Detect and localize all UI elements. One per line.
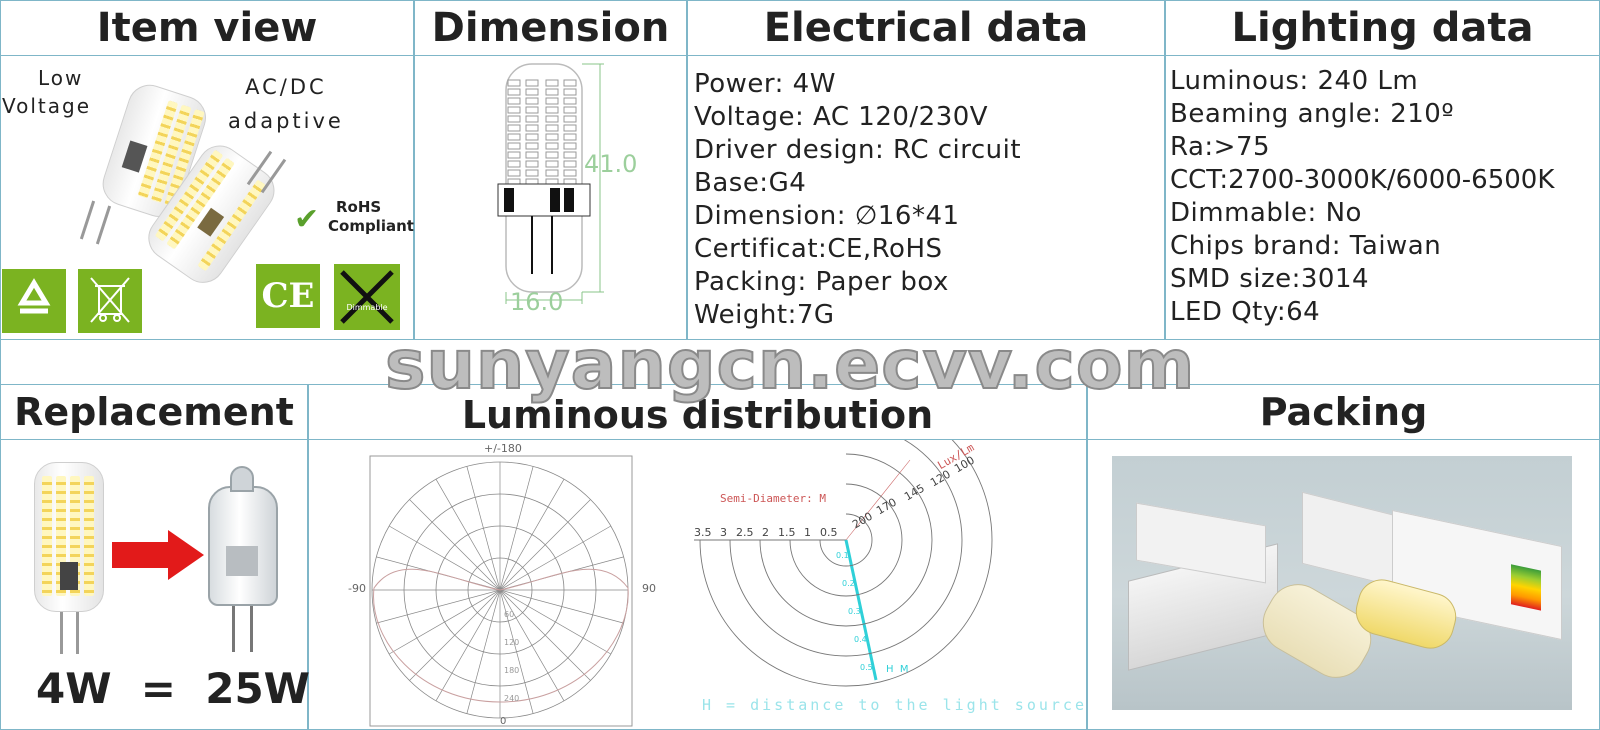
weee-bin-icon: [78, 269, 142, 333]
polar-chart: +/-180 -90 90 0 60 120 180 240: [340, 440, 660, 730]
svg-text:0.5: 0.5: [860, 663, 873, 672]
spec-line: CCT:2700-3000K/6000-6500K: [1170, 165, 1555, 195]
diam-tick: 0.5: [820, 526, 838, 539]
header-dimension: Dimension: [414, 0, 687, 56]
rohs-text: RoHS: [336, 198, 382, 216]
polar-left-label: -90: [348, 582, 366, 595]
watermark-strip: [0, 340, 1600, 384]
arrow-right-icon: [112, 530, 204, 584]
watermark-text: sunyangcn.ecvv.com: [384, 325, 1196, 406]
diam-tick: 1: [804, 526, 811, 539]
spec-line: Driver design: RC circuit: [694, 135, 1022, 165]
header-item-view: Item view: [0, 0, 414, 56]
electrical-panel: [687, 0, 1165, 340]
spec-line: Luminous: 240 Lm: [1170, 66, 1419, 96]
diam-tick: 2.5: [736, 526, 754, 539]
svg-text:0.1: 0.1: [836, 551, 849, 560]
halogen-bulb-image: [206, 466, 286, 656]
spec-line: Packing: Paper box: [694, 267, 949, 297]
ac-dc-adaptive-label: AC/DC adaptive: [228, 75, 344, 133]
replacement-equation: 4W = 25W: [36, 664, 311, 713]
distribution-panel: [308, 384, 1087, 730]
spec-line: LED Qty:64: [1170, 297, 1321, 327]
lighting-list: Luminous: 240 Lm Beaming angle: 210º Ra:…: [1170, 65, 1598, 329]
ce-mark-icon: CE: [256, 264, 320, 328]
spec-line: Base:G4: [694, 168, 807, 198]
spec-line: Dimmable: No: [1170, 198, 1362, 228]
check-icon: ✔: [294, 202, 320, 237]
lighting-panel: [1165, 0, 1600, 340]
spec-line: Beaming angle: 210º: [1170, 99, 1455, 129]
spec-line: Voltage: AC 120/230V: [694, 102, 989, 132]
led-bulb-image: [34, 462, 110, 654]
packing-box: [1136, 502, 1266, 584]
spec-line: Dimension: ∅16*41: [694, 201, 960, 231]
spec-line: Certificat:CE,RoHS: [694, 234, 943, 264]
spec-line: SMD size:3014: [1170, 264, 1370, 294]
diam-tick: 2: [762, 526, 769, 539]
recycle-icon: [2, 269, 66, 333]
not-dimmable-icon: Dimmable: [334, 264, 400, 330]
semi-diameter-label: Semi-Diameter: M: [720, 492, 826, 505]
svg-text:0.4: 0.4: [854, 635, 867, 644]
svg-text:0.3: 0.3: [848, 607, 861, 616]
diam-tick: 1.5: [778, 526, 796, 539]
header-electrical: Electrical data: [687, 0, 1165, 56]
polar-right-label: 90: [642, 582, 656, 595]
polar-ring-label: 120: [504, 638, 520, 647]
rohs-badge: ✔ RoHS Compliant: [294, 198, 414, 242]
polar-bottom-label: 0: [500, 716, 507, 727]
width-dimension-label: 16.0: [510, 288, 564, 316]
dimension-drawing: 41.0 16.0: [414, 56, 687, 340]
polar-ring-label: 240: [504, 694, 520, 703]
header-lighting: Lighting data: [1165, 0, 1600, 56]
packing-photo: [1112, 456, 1572, 710]
diam-tick: 3.5: [694, 526, 712, 539]
header-replacement: Replacement: [0, 384, 308, 440]
distance-footer: H = distance to the light source: [702, 696, 1087, 714]
spec-line: Weight:7G: [694, 300, 835, 330]
polar-top-label: +/-180: [484, 442, 522, 455]
height-dimension-label: 41.0: [584, 150, 638, 178]
diam-tick: 3: [720, 526, 727, 539]
svg-text:0.2: 0.2: [842, 579, 855, 588]
electrical-list: Power: 4W Voltage: AC 120/230V Driver de…: [694, 68, 1021, 332]
header-packing: Packing: [1087, 384, 1600, 440]
spec-line: Power: 4W: [694, 69, 836, 99]
spec-line: Ra:>75: [1170, 132, 1271, 162]
low-voltage-label: Low Voltage: [2, 66, 92, 118]
header-distribution: Luminous distribution: [308, 390, 1087, 440]
spec-line: Chips brand: Taiwan: [1170, 231, 1442, 261]
polar-ring-label: 180: [504, 666, 520, 675]
compliant-text: Compliant: [328, 217, 414, 235]
h-axis-label: H M: [886, 664, 909, 675]
polar-ring-label: 60: [504, 610, 515, 619]
